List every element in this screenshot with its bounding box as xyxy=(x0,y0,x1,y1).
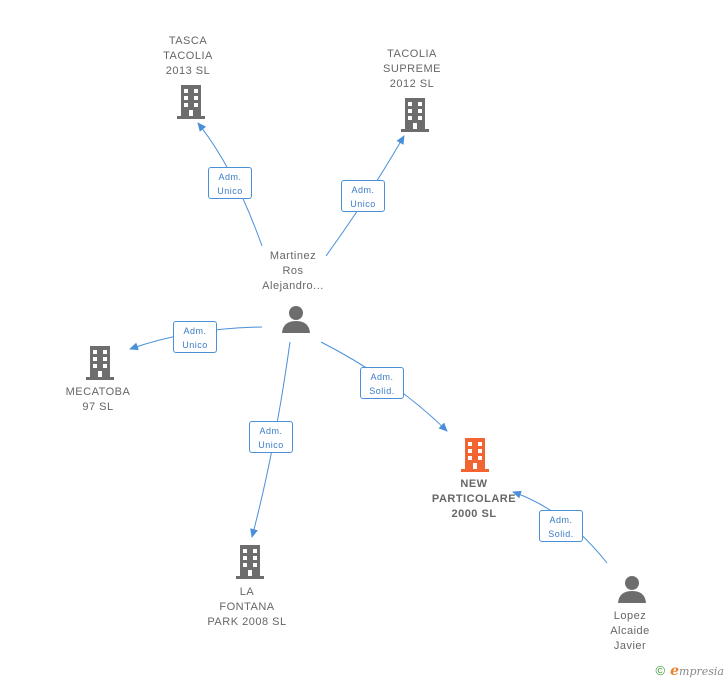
building-icon[interactable] xyxy=(400,97,430,138)
node-label-new-particolare[interactable]: NEW PARTICOLARE 2000 SL xyxy=(431,478,517,520)
relation-label: Adm. Unico xyxy=(341,180,385,212)
node-label-lopez[interactable]: Lopez Alcaide Javier xyxy=(610,610,650,652)
brand-logo-letter: e xyxy=(670,663,680,679)
node-label-la-fontana[interactable]: LA FONTANA PARK 2008 SL xyxy=(207,586,287,628)
node-label-tasca[interactable]: TASCA TACOLIA 2013 SL xyxy=(163,35,213,77)
node-label-mecatoba[interactable]: MECATOBA 97 SL xyxy=(65,386,131,413)
copyright-footer: © empresia xyxy=(655,663,724,679)
relation-label: Adm. Solid. xyxy=(539,510,583,542)
relation-label: Adm. Unico xyxy=(249,421,293,453)
person-icon[interactable] xyxy=(281,304,311,339)
building-icon-focus[interactable] xyxy=(460,437,490,478)
brand-logo-text: mpresia xyxy=(679,665,724,678)
node-label-martinez[interactable]: Martinez Ros Alejandro... xyxy=(262,250,324,292)
building-icon[interactable] xyxy=(176,84,206,125)
copyright-icon: © xyxy=(655,663,666,678)
relation-label: Adm. Solid. xyxy=(360,367,404,399)
relation-label: Adm. Unico xyxy=(173,321,217,353)
node-label-tacolia-supreme[interactable]: TACOLIA SUPREME 2012 SL xyxy=(383,48,441,90)
relation-label: Adm. Unico xyxy=(208,167,252,199)
building-icon[interactable] xyxy=(85,345,115,386)
building-icon[interactable] xyxy=(235,544,265,585)
person-icon[interactable] xyxy=(617,574,647,609)
